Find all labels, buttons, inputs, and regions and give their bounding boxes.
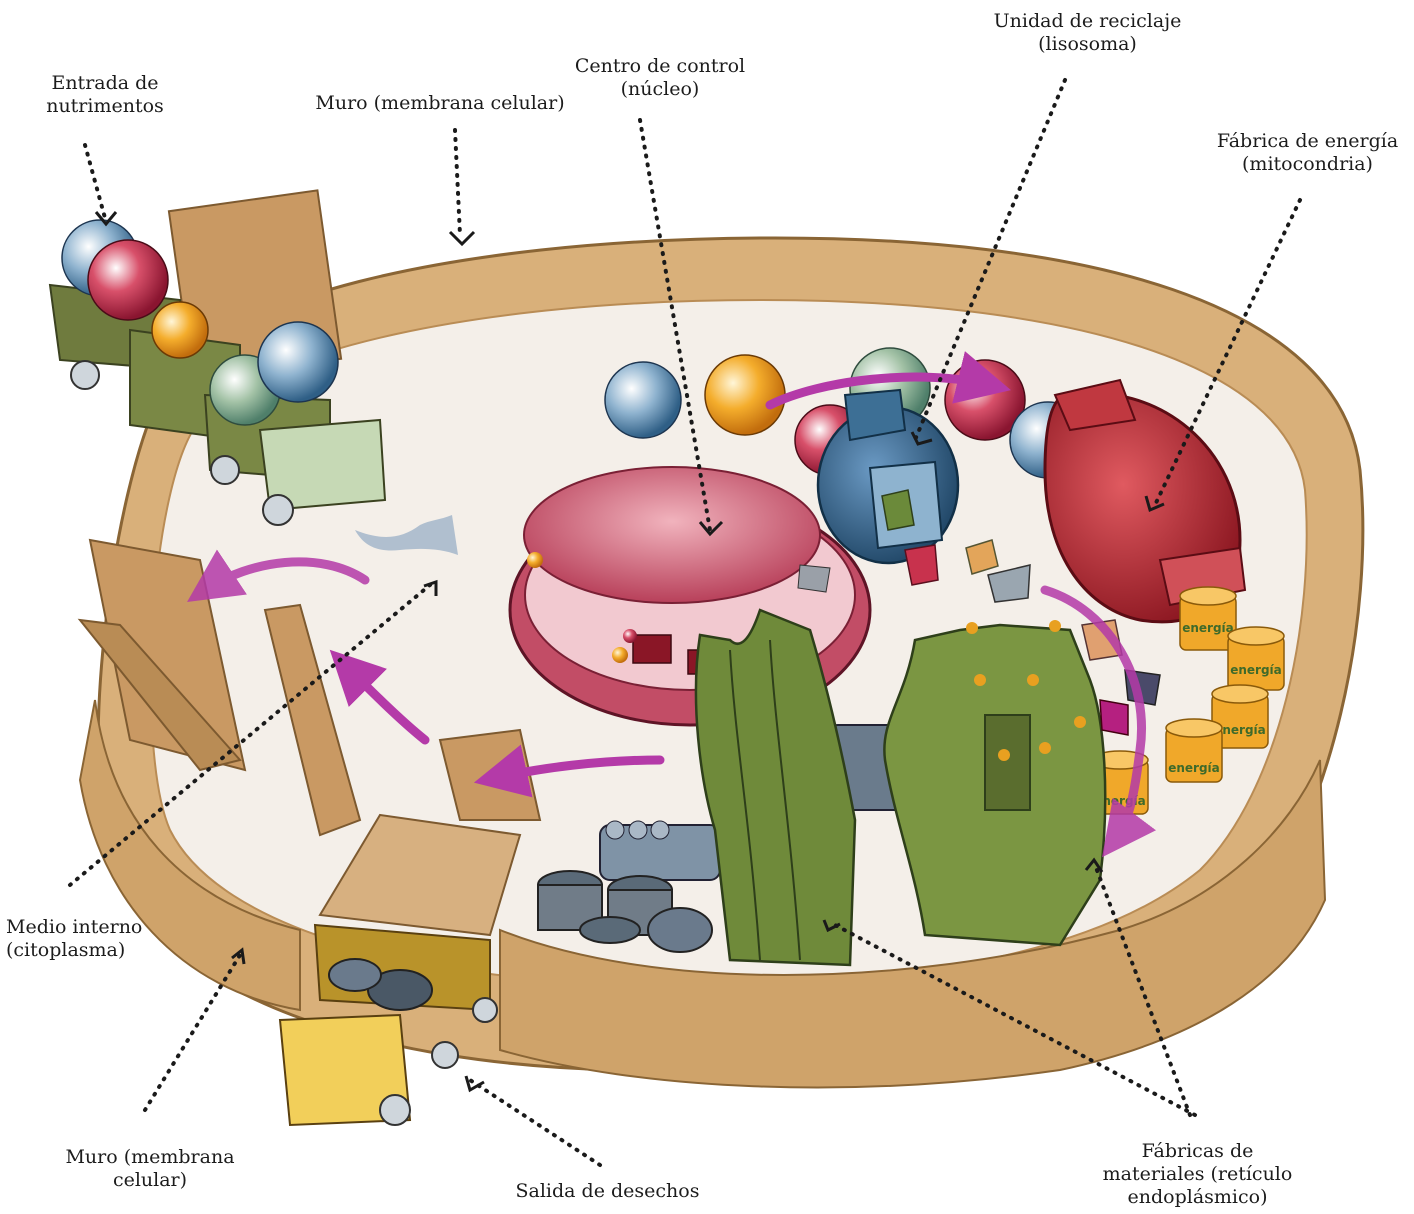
label-er-line1: Fábricas de	[1085, 1140, 1310, 1163]
label-nutrient-entry: Entrada de nutrimentos	[30, 72, 180, 118]
label-nutrient-entry-line2: nutrimentos	[30, 95, 180, 118]
label-lysosome-line1: Unidad de reciclaje	[975, 10, 1200, 33]
label-nucleus-line2: (núcleo)	[560, 78, 760, 101]
label-membrane-bottom-line1: Muro (membrana	[55, 1146, 245, 1169]
label-waste-exit: Salida de desechos	[495, 1180, 720, 1203]
label-endoplasmic-reticulum: Fábricas de materiales (retículo endoplá…	[1085, 1140, 1310, 1209]
label-membrane-top: Muro (membrana celular)	[305, 92, 575, 115]
label-nutrient-entry-line1: Entrada de	[30, 72, 180, 95]
label-nucleus: Centro de control (núcleo)	[560, 55, 760, 101]
label-mitochondria-line1: Fábrica de energía	[1205, 130, 1410, 153]
label-membrane-bottom-line2: celular)	[55, 1169, 245, 1192]
label-membrane-bottom: Muro (membrana celular)	[55, 1146, 245, 1192]
label-cytoplasm-line2: (citoplasma)	[6, 939, 156, 962]
label-er-line3: endoplásmico)	[1085, 1186, 1310, 1209]
label-mitochondria-line2: (mitocondria)	[1205, 153, 1410, 176]
endoplasmic-reticulum-right	[884, 620, 1105, 945]
nutrient-truck	[50, 190, 385, 525]
energy-label: energía	[1230, 663, 1282, 677]
energy-label: energía	[1182, 621, 1234, 635]
label-lysosome-line2: (lisosoma)	[975, 33, 1200, 56]
label-nucleus-line1: Centro de control	[560, 55, 760, 78]
label-cytoplasm-line1: Medio interno	[6, 916, 156, 939]
energy-label: energía	[1168, 761, 1220, 775]
label-er-line2: materiales (retículo	[1085, 1163, 1310, 1186]
label-mitochondria: Fábrica de energía (mitocondria)	[1205, 130, 1410, 176]
label-lysosome: Unidad de reciclaje (lisosoma)	[975, 10, 1200, 56]
energy-canister: energía	[1166, 719, 1222, 782]
label-cytoplasm: Medio interno (citoplasma)	[0, 916, 156, 962]
energy-canister: energía	[1228, 627, 1284, 690]
label-membrane-top-line1: Muro (membrana celular)	[305, 92, 575, 115]
label-waste-exit-line1: Salida de desechos	[495, 1180, 720, 1203]
